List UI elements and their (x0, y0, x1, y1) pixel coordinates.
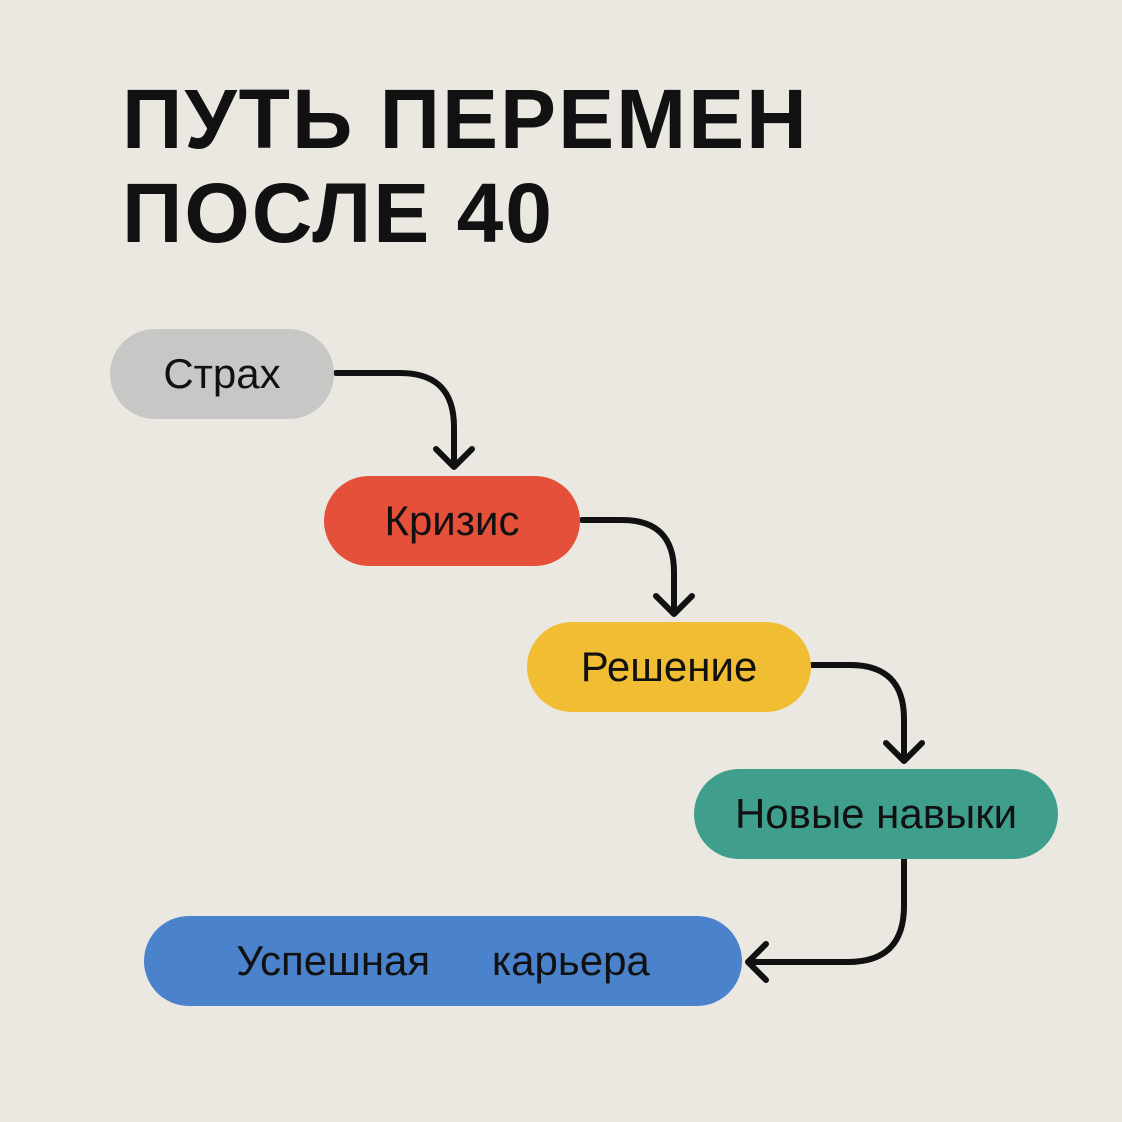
node-decision: Решение (527, 622, 811, 712)
arrow-decision-to-skills (809, 662, 907, 760)
node-crisis: Кризис (324, 476, 580, 566)
node-fear: Страх (110, 329, 334, 419)
arrow-skills-to-career (749, 855, 907, 965)
page-title: ПУТЬ ПЕРЕМЕН ПОСЛЕ 40 (122, 72, 809, 260)
node-new-skills: Новые навыки (694, 769, 1058, 859)
arrow-crisis-to-decision (579, 517, 677, 613)
arrowhead-decision-to-skills (883, 740, 925, 764)
node-successful-career: Успешная карьера (144, 916, 742, 1006)
arrow-fear-to-crisis (333, 370, 457, 466)
arrowhead-fear-to-crisis (433, 446, 475, 470)
arrowhead-skills-to-career (745, 941, 769, 983)
title-line-2: ПОСЛЕ 40 (122, 166, 555, 260)
arrowhead-crisis-to-decision (653, 593, 695, 617)
title-line-1: ПУТЬ ПЕРЕМЕН (122, 72, 809, 166)
